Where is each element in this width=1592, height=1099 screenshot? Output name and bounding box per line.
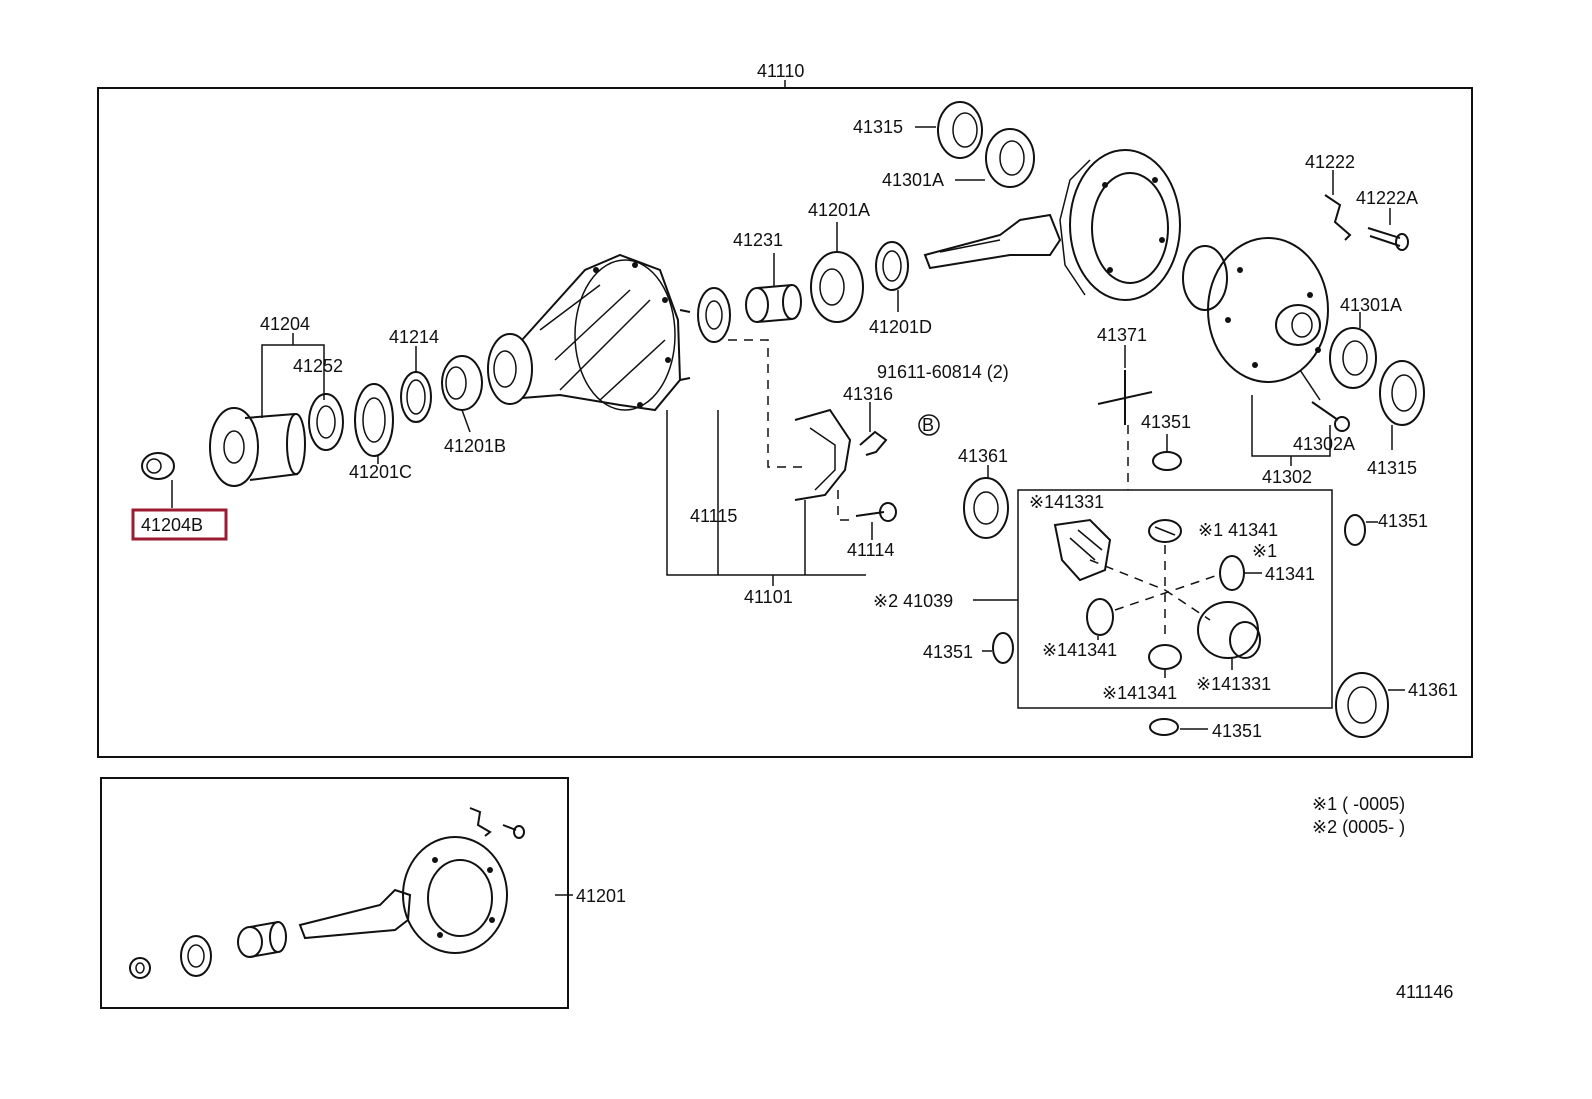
rear-bearing-part <box>441 355 483 433</box>
bearing-cap-part <box>794 408 852 501</box>
label-41301A-right[interactable]: 41301A <box>1340 295 1402 315</box>
label-41204B[interactable]: 41204B <box>141 515 203 535</box>
label-41302A[interactable]: 41302A <box>1293 434 1355 454</box>
label-41315-top[interactable]: 41315 <box>853 117 903 137</box>
inset-nut-part <box>129 957 151 979</box>
label-41341-c[interactable]: ※141341 <box>1042 640 1117 660</box>
label-41341-d[interactable]: ※141341 <box>1102 683 1177 703</box>
label-41201C[interactable]: 41201C <box>349 462 412 482</box>
pinion-spider-part <box>1097 345 1153 425</box>
label-41341-a[interactable]: ※1 41341 <box>1198 520 1278 540</box>
label-41115[interactable]: 41115 <box>690 506 737 526</box>
pinion-gear-a-part <box>1148 519 1182 543</box>
label-41201D[interactable]: 41201D <box>869 317 932 337</box>
side-seal-part <box>697 287 731 343</box>
adjuster-clip-part <box>859 402 888 456</box>
flange-nut-part <box>141 452 175 508</box>
label-41331-a[interactable]: ※141331 <box>1029 492 1104 512</box>
thrust-washer-d-part <box>1149 718 1208 736</box>
label-91611[interactable]: 91611-60814 (2) <box>877 362 1009 382</box>
label-41316[interactable]: 41316 <box>843 384 893 404</box>
companion-flange-part <box>209 407 306 487</box>
side-gear-washer-a-part <box>963 465 1009 539</box>
label-41361-b[interactable]: 41361 <box>1408 680 1458 700</box>
label-41331-b[interactable]: ※141331 <box>1196 674 1271 694</box>
label-41231[interactable]: 41231 <box>733 230 783 250</box>
label-41222A[interactable]: 41222A <box>1356 188 1418 208</box>
differential-subassembly-frame <box>1017 489 1333 709</box>
label-41371[interactable]: 41371 <box>1097 325 1147 345</box>
highlight-box-41204B <box>131 508 228 541</box>
ring-pinion-set-frame <box>100 777 569 1009</box>
main-assembly-frame <box>97 87 1473 758</box>
note-1: ※1 ( -0005) <box>1312 794 1405 814</box>
label-41204[interactable]: 41204 <box>260 314 310 334</box>
label-41114[interactable]: 41114 <box>847 540 894 560</box>
label-41201A[interactable]: 41201A <box>808 200 870 220</box>
side-gear-b-part <box>1197 601 1261 670</box>
side-gear-washer-b-part <box>1335 672 1405 738</box>
label-41351-d[interactable]: 41351 <box>1212 721 1262 741</box>
label-41351-b[interactable]: 41351 <box>1378 511 1428 531</box>
collapsible-spacer-part <box>745 253 802 323</box>
thrust-washer-c-part <box>982 632 1014 664</box>
front-bearing-part <box>354 383 394 464</box>
ring-pinion-gear-part <box>923 149 1181 301</box>
label-41302[interactable]: 41302 <box>1262 467 1312 487</box>
label-41341-b[interactable]: 41341 <box>1265 564 1315 584</box>
oil-seal-part <box>308 393 344 451</box>
label-41361-a[interactable]: 41361 <box>958 446 1008 466</box>
inset-ring-pinion-part <box>298 807 525 954</box>
cap-bolt-part <box>855 502 897 540</box>
carrier-bearing-left-part <box>937 101 1035 188</box>
note-2: ※2 (0005- ) <box>1312 817 1405 837</box>
label-41214[interactable]: 41214 <box>389 327 439 347</box>
label-41039[interactable]: ※2 41039 <box>873 591 953 611</box>
label-41341-b-mark[interactable]: ※1 <box>1252 541 1277 561</box>
shim-washer-part <box>875 241 909 312</box>
case-bolt-part <box>1299 369 1350 432</box>
thrust-washer-b-part <box>1344 514 1378 546</box>
label-41201B[interactable]: 41201B <box>444 436 506 456</box>
inset-spacer-part <box>237 921 287 958</box>
label-B[interactable]: B <box>922 415 934 435</box>
label-41315-right[interactable]: 41315 <box>1367 458 1417 478</box>
pinion-gear-c-part <box>1086 598 1114 640</box>
carrier-housing-part <box>487 253 691 412</box>
adjusting-lock-part <box>1324 170 1409 251</box>
carrier-bearing-right-part <box>1329 312 1425 450</box>
label-41351-a[interactable]: 41351 <box>1141 412 1191 432</box>
bolt-ref-b-circle <box>918 414 940 436</box>
pinion-bearing-part <box>810 222 864 323</box>
label-41301A-top[interactable]: 41301A <box>882 170 944 190</box>
pinion-gear-b-part <box>1219 555 1262 591</box>
figure-number: 411146 <box>1396 982 1453 1002</box>
label-41222[interactable]: 41222 <box>1305 152 1355 172</box>
label-41201[interactable]: 41201 <box>576 886 626 906</box>
side-gear-a-part <box>1053 518 1112 582</box>
differential-case-part <box>1182 237 1329 383</box>
label-41351-c[interactable]: 41351 <box>923 642 973 662</box>
label-41252[interactable]: 41252 <box>293 356 343 376</box>
inset-bearing-part <box>180 935 212 977</box>
thrust-washer-a-part <box>1152 434 1182 471</box>
pinion-gear-d-part <box>1148 644 1182 678</box>
label-41101[interactable]: 41101 <box>744 587 793 607</box>
label-41110[interactable]: 41110 <box>757 61 804 81</box>
spacer-part <box>400 346 432 423</box>
